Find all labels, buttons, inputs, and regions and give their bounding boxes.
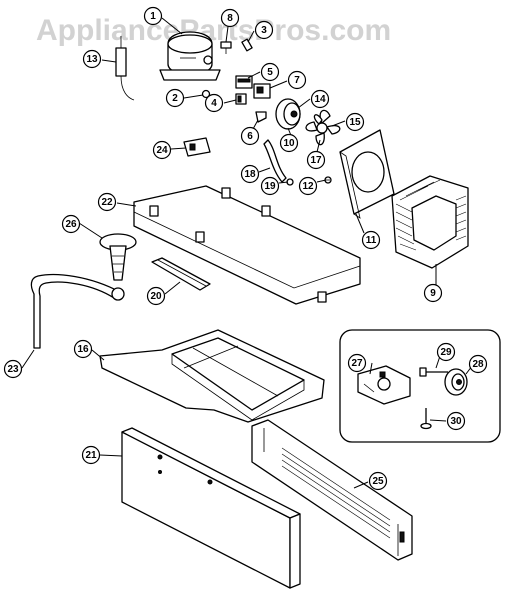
- callout-24[interactable]: 24: [152, 140, 172, 160]
- motor-mount-part[interactable]: [357, 365, 411, 405]
- fan-motor-part[interactable]: [275, 98, 301, 130]
- callout-19-label: 19: [264, 181, 276, 192]
- callout-5-label: 5: [267, 67, 273, 78]
- overload-part[interactable]: [253, 83, 271, 99]
- callout-25[interactable]: 25: [368, 471, 388, 491]
- relay-part[interactable]: [235, 75, 253, 89]
- callout-30-label: 30: [450, 416, 462, 427]
- callout-6-label: 6: [247, 131, 253, 142]
- bracket-clip-part[interactable]: [255, 111, 267, 123]
- callout-11-label: 11: [366, 235, 377, 246]
- callout-13-label: 13: [86, 54, 98, 65]
- callout-16-label: 16: [77, 344, 89, 355]
- callout-8-label: 8: [227, 13, 233, 24]
- callout-6[interactable]: 6: [240, 126, 260, 146]
- leader-lines: [21, 17, 473, 489]
- callout-20-label: 20: [150, 291, 162, 302]
- screw-30-part[interactable]: [420, 408, 432, 430]
- callout-19[interactable]: 19: [260, 176, 280, 196]
- callout-1[interactable]: 1: [143, 6, 163, 26]
- pulley-part[interactable]: [444, 368, 468, 396]
- callout-21-label: 21: [85, 450, 97, 461]
- callout-22-label: 22: [101, 197, 113, 208]
- callout-27[interactable]: 27: [347, 353, 367, 373]
- drier-part[interactable]: [115, 36, 135, 101]
- toe-grille-part[interactable]: [251, 419, 413, 561]
- callout-24-label: 24: [156, 145, 168, 156]
- callout-20[interactable]: 20: [146, 286, 166, 306]
- callout-2[interactable]: 2: [165, 88, 185, 108]
- callout-26-label: 26: [65, 219, 77, 230]
- callout-15-label: 15: [349, 117, 361, 128]
- bolt-part[interactable]: [419, 367, 448, 377]
- callout-10-label: 10: [283, 138, 295, 149]
- nut-part[interactable]: [201, 89, 211, 99]
- callout-5[interactable]: 5: [260, 62, 280, 82]
- callout-27-label: 27: [351, 358, 363, 369]
- callout-29[interactable]: 29: [436, 342, 456, 362]
- callout-4[interactable]: 4: [204, 93, 224, 113]
- compressor-part[interactable]: [159, 31, 221, 81]
- callout-17-label: 17: [310, 155, 322, 166]
- callout-15[interactable]: 15: [345, 112, 365, 132]
- callout-4-label: 4: [211, 98, 217, 109]
- callout-18[interactable]: 18: [240, 164, 260, 184]
- callout-28-label: 28: [472, 359, 484, 370]
- evaporator-part[interactable]: [391, 175, 469, 269]
- connector-part[interactable]: [183, 137, 211, 157]
- callout-2-label: 2: [172, 93, 178, 104]
- channel-part[interactable]: [151, 257, 211, 291]
- callout-9[interactable]: 9: [423, 283, 443, 303]
- callout-23-label: 23: [7, 364, 19, 375]
- callout-14[interactable]: 14: [310, 89, 330, 109]
- callout-26[interactable]: 26: [61, 214, 81, 234]
- front-panel-part[interactable]: [121, 427, 301, 589]
- drain-hose-part[interactable]: [30, 273, 125, 349]
- grommet-part[interactable]: [220, 41, 232, 54]
- fan-shroud-part[interactable]: [339, 129, 395, 219]
- callout-9-label: 9: [430, 288, 436, 299]
- callout-17[interactable]: 17: [306, 150, 326, 170]
- callout-18-label: 18: [244, 169, 256, 180]
- callout-14-label: 14: [314, 94, 326, 105]
- callout-23[interactable]: 23: [3, 359, 23, 379]
- callout-16[interactable]: 16: [73, 339, 93, 359]
- evaporator-cover-part[interactable]: [133, 185, 361, 305]
- callout-28[interactable]: 28: [468, 354, 488, 374]
- callout-21[interactable]: 21: [81, 445, 101, 465]
- callout-7-label: 7: [294, 75, 300, 86]
- drain-tube-part[interactable]: [263, 139, 287, 183]
- watermark-text: AppliancePartsPros.com: [36, 14, 391, 47]
- callout-1-label: 1: [150, 11, 156, 22]
- callout-3-label: 3: [261, 25, 267, 36]
- callout-13[interactable]: 13: [82, 49, 102, 69]
- callout-7[interactable]: 7: [287, 70, 307, 90]
- callout-12[interactable]: 12: [298, 176, 318, 196]
- drain-pan-part[interactable]: [99, 329, 325, 423]
- callout-25-label: 25: [372, 476, 384, 487]
- screw-part[interactable]: [241, 38, 253, 52]
- callout-10[interactable]: 10: [279, 133, 299, 153]
- callout-22[interactable]: 22: [97, 192, 117, 212]
- clip-part[interactable]: [235, 93, 247, 105]
- detail-inset-box: [339, 329, 501, 443]
- callout-30[interactable]: 30: [446, 411, 466, 431]
- callout-3[interactable]: 3: [254, 20, 274, 40]
- callout-11[interactable]: 11: [361, 230, 381, 250]
- callout-29-label: 29: [440, 347, 452, 358]
- callout-8[interactable]: 8: [220, 8, 240, 28]
- drain-funnel-part[interactable]: [99, 233, 137, 281]
- fan-blade-part[interactable]: [305, 109, 341, 146]
- callout-12-label: 12: [302, 181, 314, 192]
